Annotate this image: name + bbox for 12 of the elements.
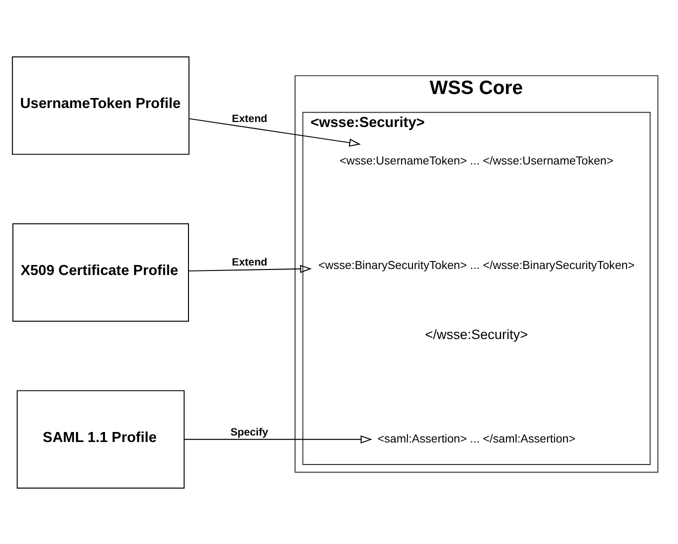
node-text: <wsse:BinarySecurityToken> ... </wsse:BinarySecurityToken> <box>318 259 635 272</box>
node-text: <wsse:UsernameToken> ... </wsse:UsernameToken> <box>340 155 614 168</box>
node-box: UsernameToken Profile <box>12 56 190 154</box>
node-text: <saml:Assertion> ... </saml:Assertion> <box>378 432 576 445</box>
edge-label: Specify <box>230 426 268 438</box>
edge-label: Extend <box>232 112 268 124</box>
arrow <box>184 434 372 443</box>
node-box: X509 Certificate Profile <box>12 222 189 322</box>
node-box: SAML 1.1 Profile <box>16 390 185 488</box>
arrow <box>188 118 361 146</box>
arrow <box>188 264 312 272</box>
edge-label: Extend <box>232 256 268 268</box>
